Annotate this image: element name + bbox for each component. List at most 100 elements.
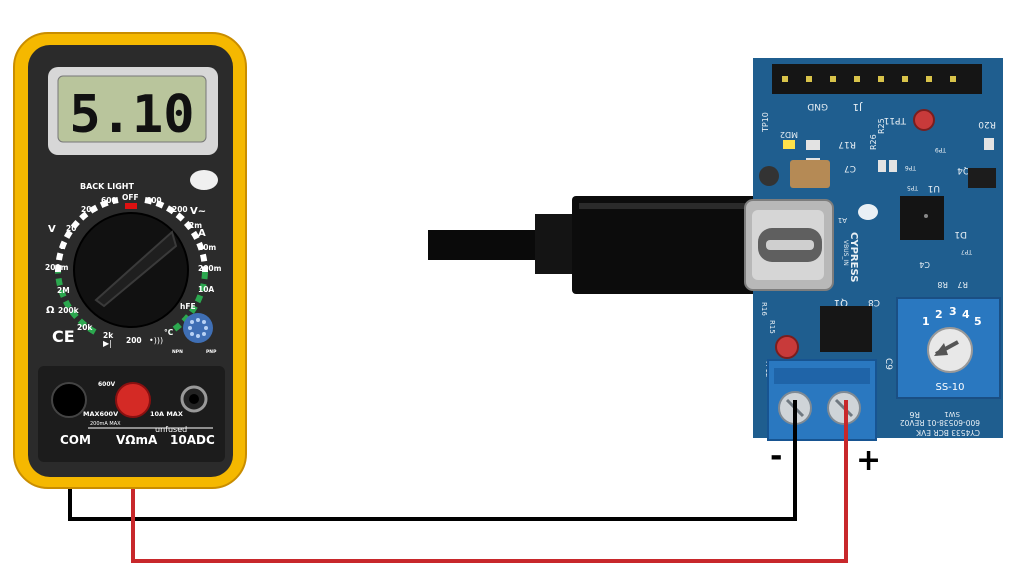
dial-4: 4 bbox=[962, 308, 970, 321]
range-ring bbox=[54, 197, 209, 335]
dial-3: 3 bbox=[949, 305, 957, 318]
label-ohm-200: 200 bbox=[126, 336, 142, 345]
silk-r25: R25 bbox=[877, 118, 886, 134]
silk-evk: CY4533 BCR EVK bbox=[915, 428, 980, 437]
silk-r8: R8 bbox=[937, 280, 948, 289]
tp12-test-point bbox=[775, 335, 799, 359]
silk-r15: R15 bbox=[768, 320, 776, 334]
vma-label: VΩmA bbox=[116, 433, 158, 447]
max-600v-text: MAX600V bbox=[83, 410, 118, 418]
silk-u1: U1 bbox=[928, 183, 940, 193]
label-ac-600: 600 bbox=[146, 196, 162, 205]
silk-tp10: TP10 bbox=[761, 112, 770, 133]
label-dca-200m: 200m bbox=[198, 264, 222, 273]
capacitor-c7 bbox=[790, 160, 830, 188]
silk-j1: J1 bbox=[853, 101, 863, 112]
com-label: COM bbox=[60, 433, 91, 447]
label-ac-200: 200 bbox=[172, 205, 188, 214]
continuity-icon: •))) bbox=[149, 336, 163, 345]
label-dca-10a: 10A bbox=[198, 285, 214, 294]
silk-r26: R26 bbox=[869, 134, 878, 150]
silk-q4: Q4 bbox=[957, 165, 970, 175]
plus-sign: + bbox=[856, 443, 881, 478]
warning-600v: 600V bbox=[98, 381, 116, 388]
label-v-dc: V bbox=[48, 224, 56, 235]
silk-r17: R17 bbox=[838, 139, 856, 149]
unfused-text: unfused bbox=[155, 425, 187, 434]
cable-strand bbox=[428, 230, 543, 260]
silk-tp7: TP7 bbox=[961, 248, 973, 255]
label-power-600: 600 bbox=[101, 196, 117, 205]
lcd-display bbox=[57, 75, 207, 143]
silk-md2: MD2 bbox=[780, 130, 798, 139]
tp10-screw bbox=[759, 166, 779, 186]
silk-tp11: TP11 bbox=[884, 115, 907, 125]
silk-r20: R20 bbox=[978, 119, 996, 129]
label-v-ac: V~ bbox=[190, 206, 206, 217]
cable-strain-relief bbox=[535, 214, 579, 274]
10adc-label: 10ADC bbox=[170, 433, 215, 447]
rotary-switch-dial[interactable] bbox=[927, 327, 973, 373]
silk-tp9: TP9 bbox=[935, 146, 947, 153]
label-temp: °C bbox=[164, 328, 174, 337]
usb-c-cable bbox=[428, 196, 757, 294]
silk-c8: C8 bbox=[868, 297, 880, 307]
backlight-label: BACK LIGHT bbox=[80, 182, 134, 191]
silk-q1: Q1 bbox=[834, 297, 848, 308]
led-md2 bbox=[783, 140, 795, 149]
label-dcv-200: 200 bbox=[81, 205, 97, 214]
label-ohm-symbol: Ω bbox=[46, 305, 55, 316]
knob-pointer bbox=[94, 230, 178, 308]
max-10a-text: 10A MAX bbox=[150, 410, 183, 418]
label-ohm-2m: 2M bbox=[57, 286, 70, 295]
silk-c7: C7 bbox=[844, 163, 856, 173]
silk-c4: C4 bbox=[919, 260, 930, 269]
transistor-q4 bbox=[968, 168, 996, 188]
ic-u1 bbox=[900, 196, 944, 240]
multimeter: 5.10 BACK LIGHT 600 OFF 600 200 V~ V 200… bbox=[13, 32, 247, 489]
label-ohm-2k: 2k bbox=[103, 331, 114, 340]
label-npn: NPN bbox=[172, 349, 183, 355]
silk-vbus-in: VBUS_IN bbox=[842, 240, 849, 266]
ce-mark: CE bbox=[52, 327, 75, 346]
silk-rev: 600-60538-01 REV02 bbox=[900, 418, 980, 427]
lcd-reading: 5.10 bbox=[69, 85, 194, 145]
label-dcv-2: 2 bbox=[60, 242, 65, 251]
silk-r7: R7 bbox=[957, 280, 968, 289]
dial-1: 1 bbox=[922, 315, 930, 328]
label-dca-2m: 2m bbox=[189, 221, 202, 230]
label-pnp: PNP bbox=[206, 349, 217, 355]
dial-5: 5 bbox=[974, 315, 982, 328]
connector-overmold bbox=[572, 196, 757, 294]
silk-d1: D1 bbox=[954, 229, 967, 239]
label-dcv-200m: 200m bbox=[45, 263, 69, 272]
ss10-label: SS-10 bbox=[935, 382, 964, 393]
200ma-max-text: 200mA MAX bbox=[90, 421, 121, 427]
tp11-test-point bbox=[913, 109, 935, 131]
com-jack[interactable] bbox=[51, 382, 87, 418]
label-amp-dc: A bbox=[198, 228, 206, 239]
diode-icon: ▶| bbox=[103, 339, 112, 348]
silk-gnd: GND bbox=[807, 101, 828, 111]
silk-a1: A1 bbox=[838, 216, 847, 224]
backlight-button[interactable] bbox=[190, 170, 218, 190]
ic-q1 bbox=[820, 306, 872, 352]
hfe-socket bbox=[183, 313, 213, 343]
label-ohm-20k: 20k bbox=[77, 323, 93, 332]
label-off: OFF bbox=[122, 193, 139, 202]
silk-tp6: TP6 bbox=[905, 164, 917, 171]
minus-sign: - bbox=[770, 439, 782, 474]
label-dcv-20: 20 bbox=[66, 224, 76, 233]
dial-2: 2 bbox=[935, 308, 943, 321]
silk-r6: R6 bbox=[909, 410, 920, 419]
cypress-logo bbox=[858, 204, 878, 220]
silk-sw1: SW1 bbox=[944, 410, 960, 418]
evk-board: GND J1 TP11 R20 TP10 MD2 R17 R25 R26 C7 … bbox=[744, 58, 1003, 441]
silk-cypress: CYPRESS bbox=[848, 232, 859, 282]
label-hfe: hFE bbox=[180, 302, 196, 311]
label-dca-20m: 20m bbox=[198, 243, 216, 252]
silk-tp5: TP5 bbox=[907, 184, 919, 191]
vma-jack[interactable] bbox=[115, 382, 151, 418]
silk-c9: C9 bbox=[883, 358, 893, 370]
